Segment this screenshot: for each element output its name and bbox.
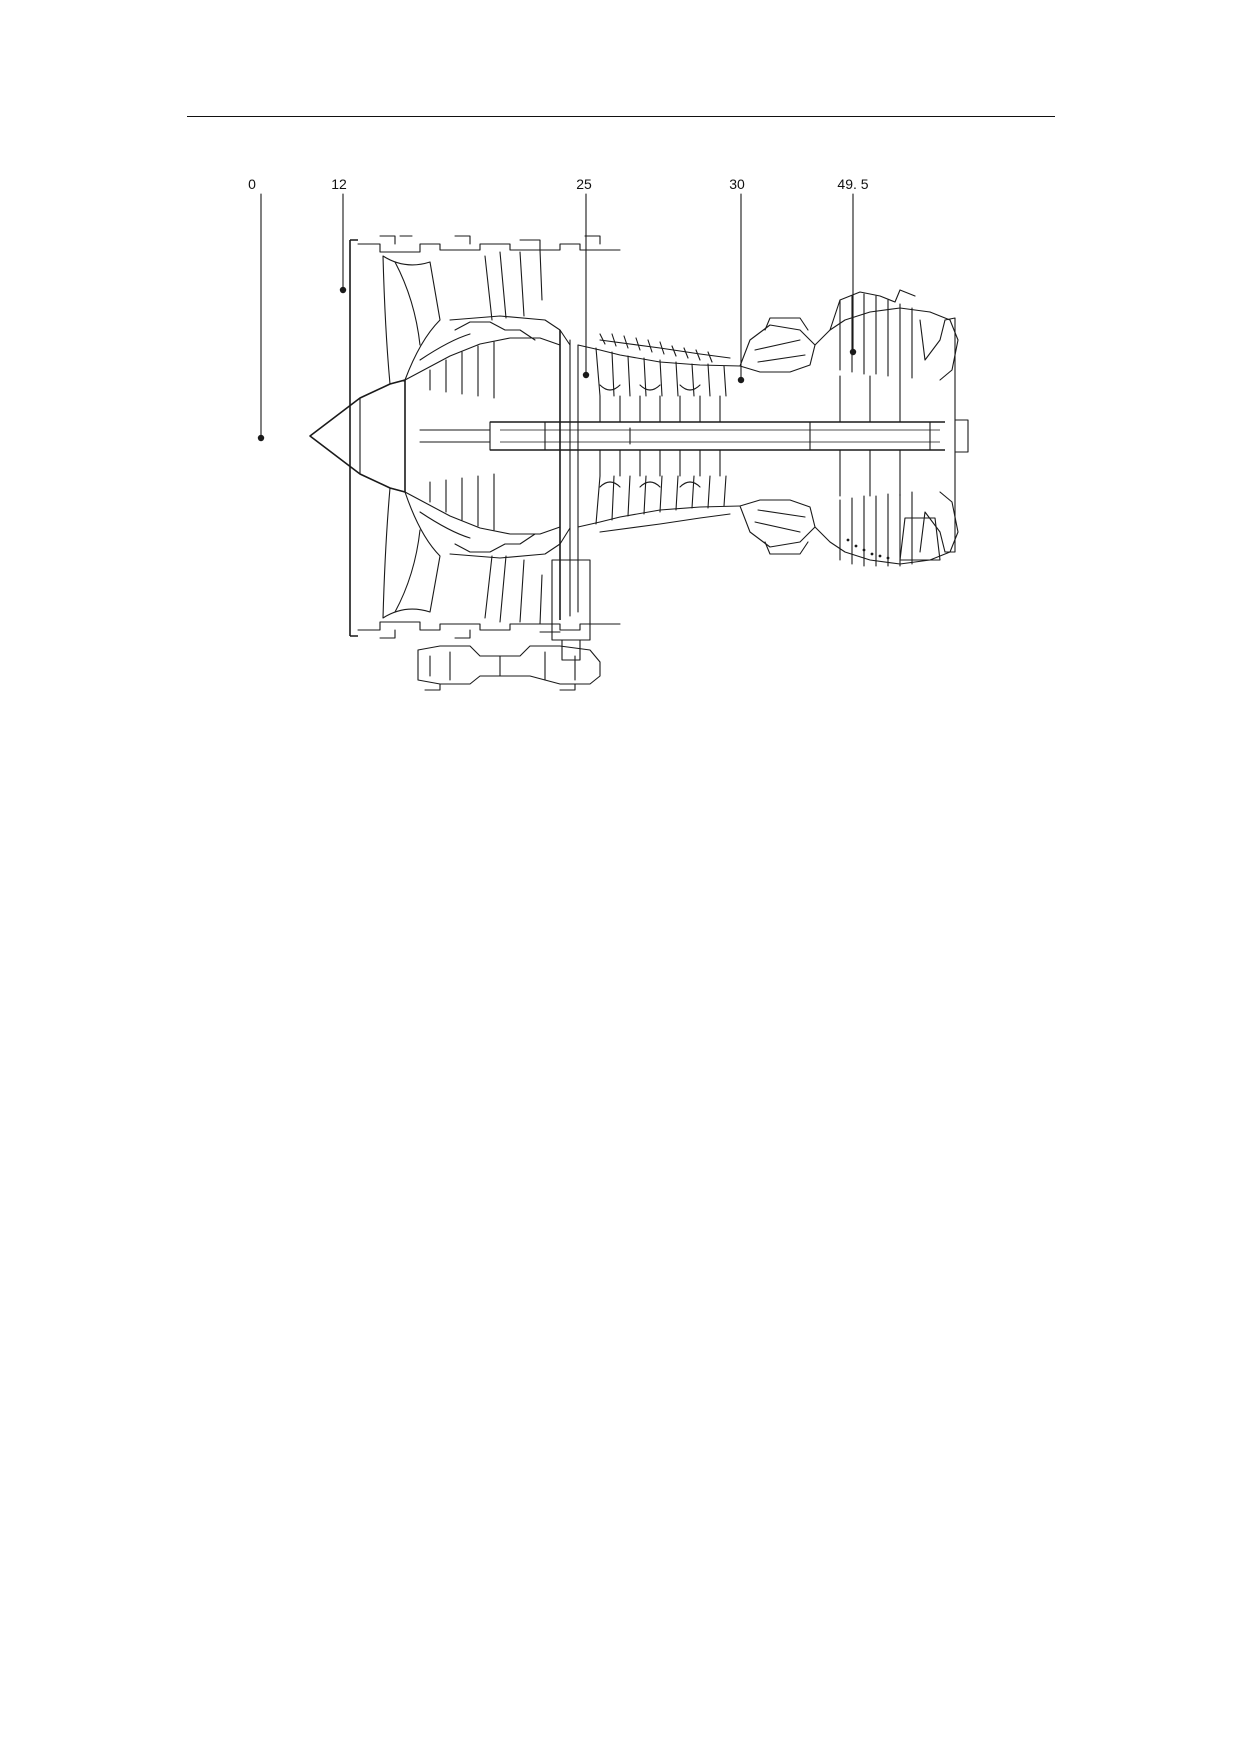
station-marker-12: 12 [331, 176, 347, 294]
station-label-30: 30 [729, 176, 745, 192]
station-label-0: 0 [248, 176, 256, 192]
engine-outline [309, 235, 969, 691]
station-label-25: 25 [576, 176, 592, 192]
station-label-12: 12 [331, 176, 347, 192]
header-rule [187, 116, 1055, 117]
station-marker-49-5: 49. 5 [837, 176, 869, 356]
station-marker-25: 25 [576, 176, 592, 379]
station-marker-30: 30 [729, 176, 745, 384]
station-marker-0: 0 [248, 176, 265, 442]
station-label-49-5: 49. 5 [837, 176, 868, 192]
engine-cross-section-diagram: 0 12 25 30 49. 5 [248, 176, 969, 691]
